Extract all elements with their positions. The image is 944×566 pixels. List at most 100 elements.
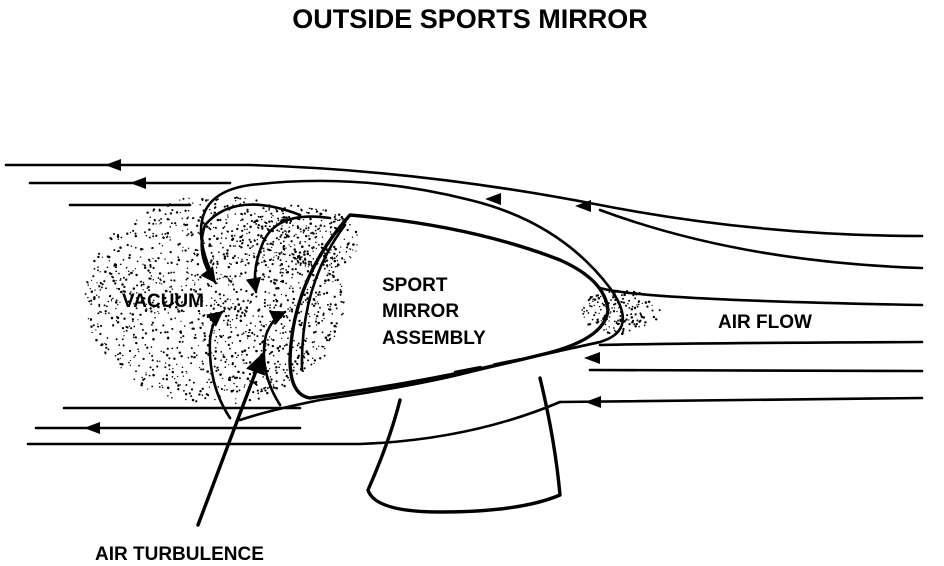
stipple-dot [296,225,299,228]
stipple-dot [119,279,121,281]
stipple-dot [201,300,204,302]
stipple-dot [231,237,235,240]
stipple-dot [260,390,263,393]
stipple-dot [181,289,184,292]
stipple-dot [120,312,123,315]
stipple-dot [198,393,201,396]
stipple-dot [213,211,217,214]
stipple-dot [616,322,620,326]
stipple-dot [239,197,242,200]
stipple-dot [633,306,637,310]
stipple-dot [121,354,124,357]
stipple-dot [105,305,108,308]
stipple-dot [186,217,189,220]
stipple-dot [149,260,151,263]
stipple-dot [239,319,243,323]
stipple-dot [314,225,317,228]
stipple-dot [274,252,276,254]
stipple-dot [190,355,193,358]
stipple-dot [218,293,222,296]
stipple-dot [235,261,239,265]
stipple-dot [97,325,100,328]
stipple-dot [239,240,242,243]
stipple-dot [106,337,109,339]
stipple-dot [219,297,222,300]
stipple-dot [130,291,132,293]
stipple-dot [186,260,188,262]
stipple-dot [270,338,273,340]
stipple-dot [98,303,101,306]
stipple-dot [237,309,240,313]
stipple-dot [139,256,142,258]
stipple-dot [323,292,326,295]
stipple-dot [222,246,224,249]
stipple-dot [325,248,328,251]
stipple-dot [227,307,229,309]
stipple-dot [143,266,147,270]
stipple-dot [115,307,117,310]
stipple-dot [306,349,308,352]
stipple-dot [199,275,202,279]
stipple-dot [181,340,184,343]
stipple-dot [201,387,204,390]
stipple-dot [185,384,188,386]
stipple-dot [608,326,611,328]
stipple-dot [223,225,226,228]
stipple-dot [178,340,181,343]
stipple-dot [219,334,221,337]
stipple-dot [186,271,188,274]
stipple-dot [142,289,144,291]
stipple-dot [181,366,184,368]
stipple-dot [240,242,244,245]
stipple-dot [90,325,93,328]
stipple-dot [340,246,342,248]
stipple-dot [239,315,242,318]
stipple-dot [179,384,181,386]
stipple-dot [314,291,318,294]
stipple-dot [145,234,148,237]
stipple-dot [332,220,335,223]
stipple-dot [135,297,138,299]
stipple-dot [275,386,278,390]
stipple-dot [635,323,638,326]
stipple-dot [164,362,167,364]
stipple-dot [349,255,351,258]
stipple-dot [105,287,107,290]
stipple-dot [123,290,126,293]
stipple-dot [349,248,352,250]
stipple-dot [232,245,235,247]
stipple-dot [291,252,293,255]
stipple-dot [276,251,278,254]
stipple-dot [244,309,246,312]
stipple-dot [613,329,616,332]
stipple-dot [299,262,302,265]
stipple-dot [148,236,151,239]
stipple-dot [268,292,270,294]
stipple-dot [315,324,318,326]
stipple-dot [148,222,151,225]
stipple-dot [158,219,161,222]
stipple-dot [194,274,197,277]
stipple-dot [226,255,229,258]
stipple-dot [128,361,130,364]
stipple-dot [189,288,193,291]
stipple-dot [212,313,215,316]
stipple-dot [289,220,292,223]
stipple-dot [638,303,640,305]
stipple-dot [305,225,307,227]
stipple-dot [188,379,191,382]
stipple-dot [609,312,611,314]
stipple-dot [287,231,290,233]
stipple-dot [329,226,333,229]
stipple-dot [321,319,324,322]
stipple-dot [107,300,110,303]
stipple-dot [237,257,239,259]
stipple-dot [201,360,204,363]
stipple-dot [115,338,118,341]
stipple-dot [249,302,251,304]
stipple-dot [280,233,283,237]
stipple-dot [86,280,88,283]
stipple-dot [282,216,286,219]
stipple-dot [275,366,278,369]
stipple-dot [335,307,338,310]
